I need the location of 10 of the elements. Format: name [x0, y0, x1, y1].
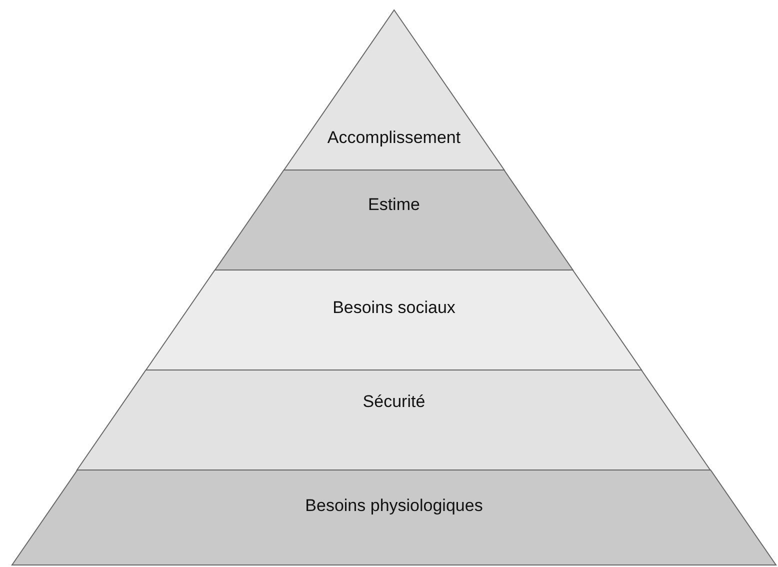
level-label: Estime [367, 195, 421, 215]
pyramid-level [12, 470, 776, 565]
level-label: Besoins physiologiques [304, 496, 484, 516]
pyramid-level [284, 10, 504, 170]
level-label: Accomplissement [326, 128, 462, 148]
level-label: Sécurité [362, 392, 426, 412]
pyramid-level [146, 270, 642, 370]
pyramid-level [215, 170, 573, 270]
level-label: Besoins sociaux [332, 298, 456, 318]
pyramid-level [77, 370, 711, 470]
